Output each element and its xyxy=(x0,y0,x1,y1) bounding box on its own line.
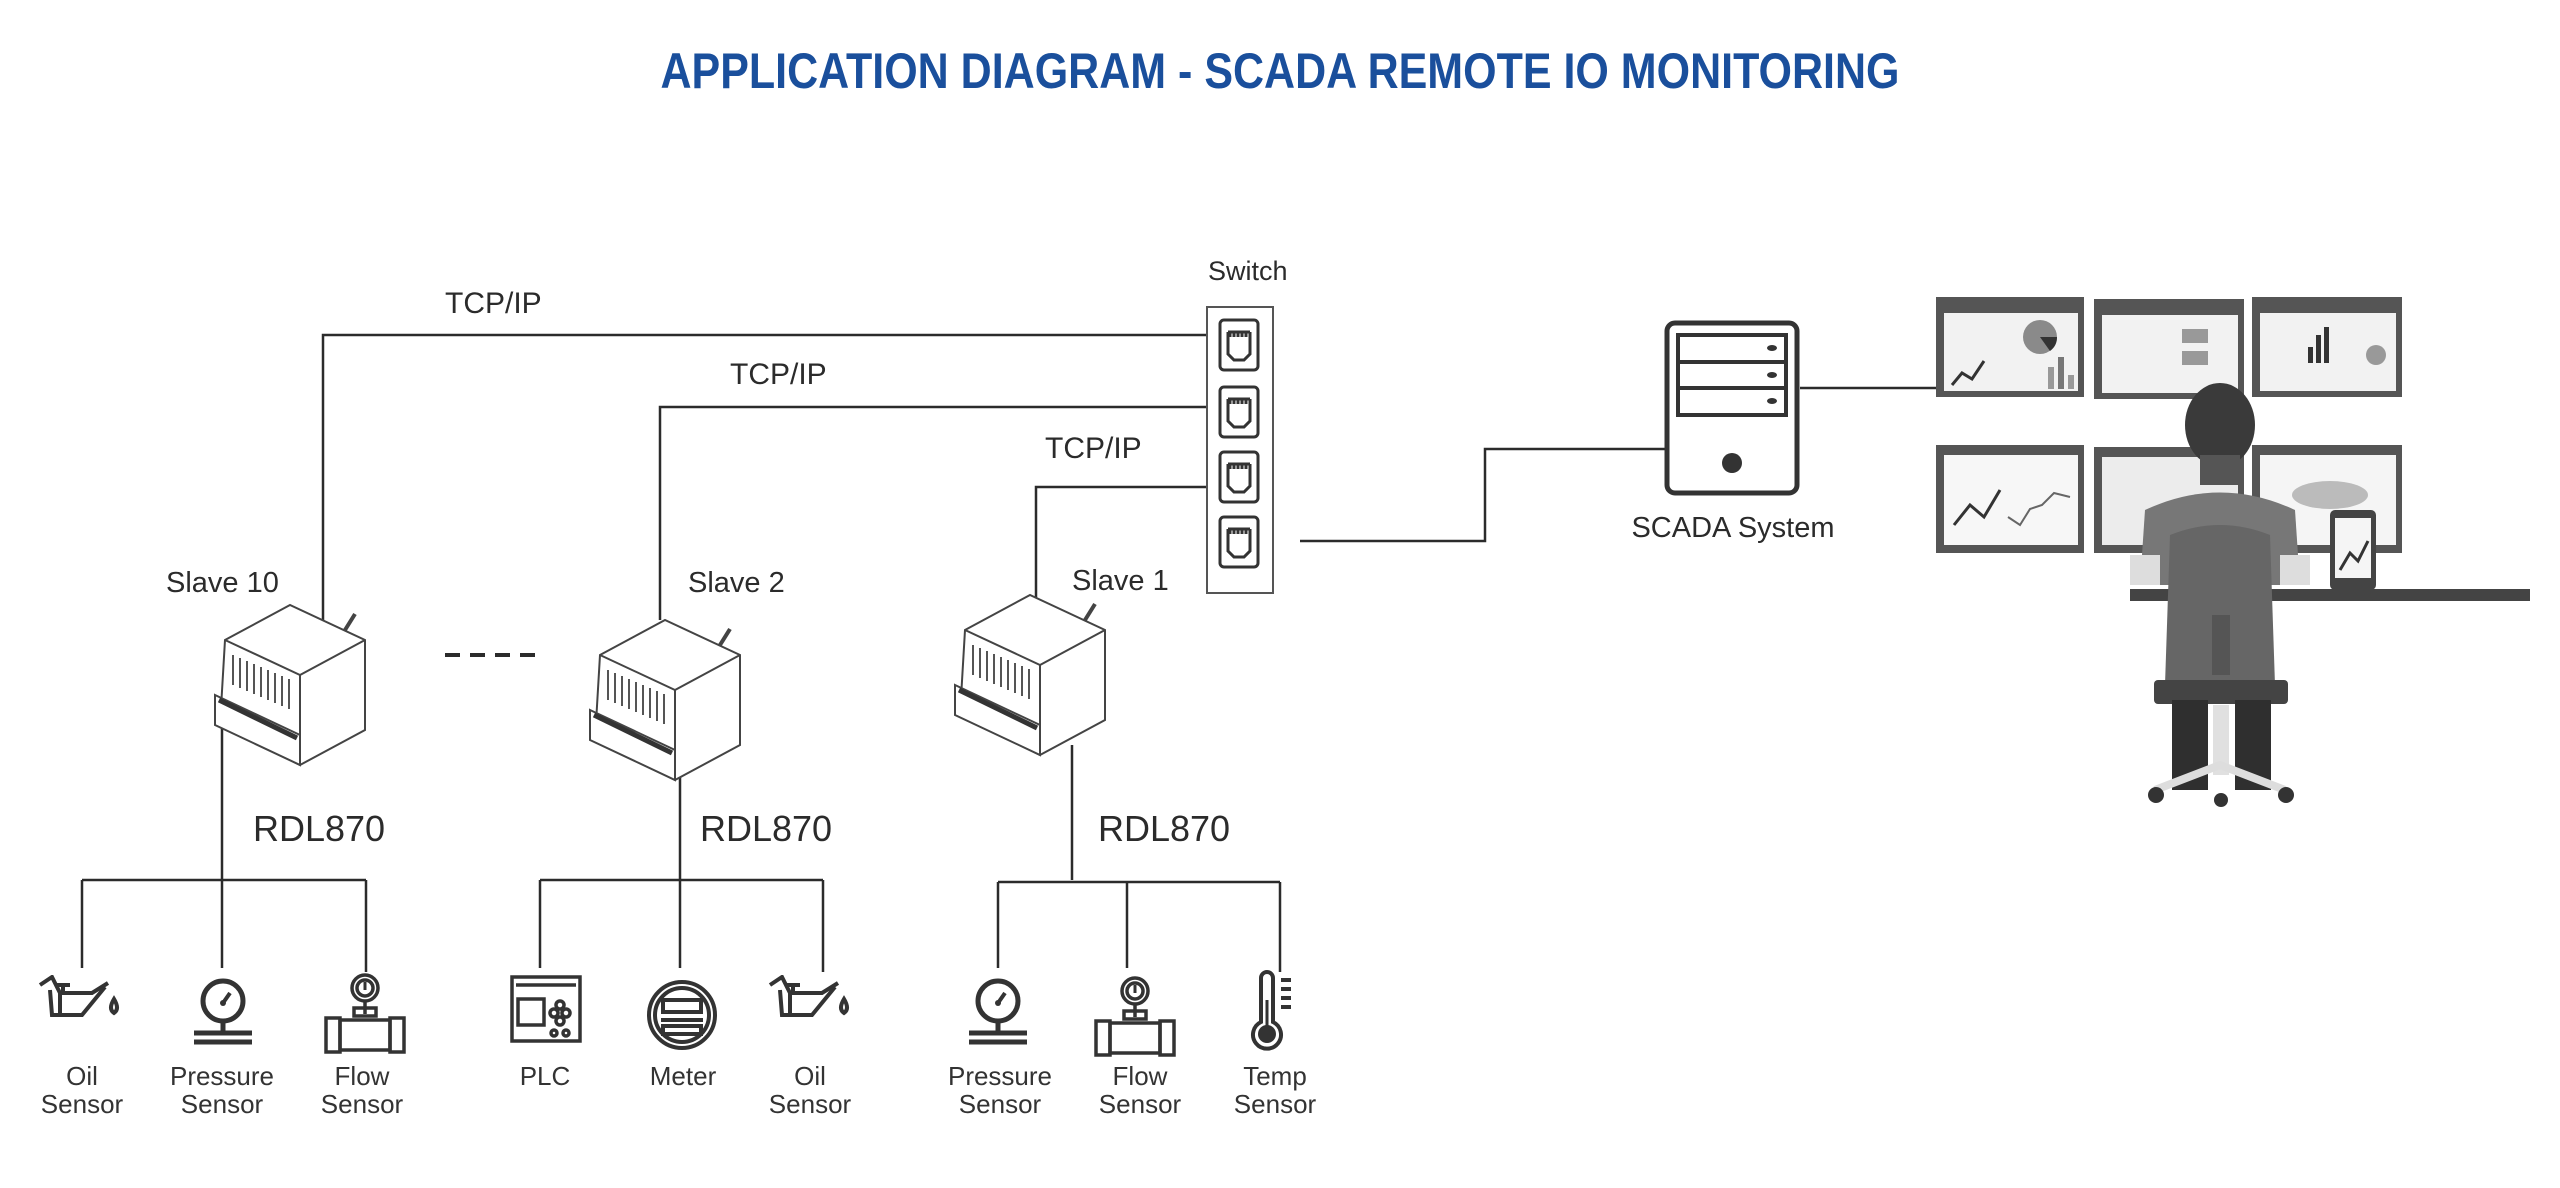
link-switch-scada xyxy=(1300,447,1668,543)
monitor-top-left xyxy=(1936,297,2084,397)
ethernet-port-icon xyxy=(1218,450,1260,504)
device-label: Oil Sensor xyxy=(40,1061,124,1119)
scada-server-icon[interactable] xyxy=(1664,320,1804,500)
plc-icon xyxy=(510,975,582,1043)
office-chair xyxy=(2148,525,2294,807)
tcp-link-slave-1 xyxy=(1034,485,1207,598)
smartphone-icon xyxy=(2330,510,2376,590)
slave-2-label: Slave 2 xyxy=(688,567,785,599)
tcp-link-slave-10 xyxy=(321,333,1207,625)
monitor-bottom-left xyxy=(1936,445,2084,553)
oil-can-icon xyxy=(38,975,119,1017)
slave-1-label: Slave 1 xyxy=(1072,565,1169,597)
model-label-slave-2: RDL870 xyxy=(700,808,833,849)
rdl870-device-slave-10[interactable] xyxy=(205,600,405,780)
energy-meter-icon xyxy=(647,980,717,1050)
tcp-link-slave-2 xyxy=(658,405,1207,620)
thermometer-icon xyxy=(1251,970,1291,1051)
ethernet-port-icon xyxy=(1218,318,1260,372)
device-label: Meter xyxy=(649,1061,717,1091)
slave-10-label: Slave 10 xyxy=(166,567,279,599)
flow-meter-icon xyxy=(1094,976,1176,1057)
device-label: PLC xyxy=(519,1061,571,1091)
tcp-ip-label-slave-2: TCP/IP xyxy=(730,358,827,391)
pressure-gauge-icon xyxy=(969,978,1027,1045)
oil-can-icon xyxy=(768,975,849,1017)
switch-label: Switch xyxy=(1208,256,1288,286)
rdl870-device-slave-2[interactable] xyxy=(580,615,780,795)
monitor-top-center xyxy=(2094,299,2244,399)
rdl870-device-slave-1[interactable] xyxy=(945,590,1145,770)
device-label: Oil Sensor xyxy=(768,1061,852,1119)
device-label: Flow Sensor xyxy=(320,1061,404,1119)
ethernet-port-icon xyxy=(1218,385,1260,439)
device-label: Flow Sensor xyxy=(1098,1061,1182,1119)
model-label-slave-1: RDL870 xyxy=(1098,808,1231,849)
ethernet-port-icon xyxy=(1218,515,1260,569)
tcp-ip-label-slave-10: TCP/IP xyxy=(445,287,542,320)
tcp-ip-label-slave-1: TCP/IP xyxy=(1045,432,1142,465)
flow-meter-icon xyxy=(324,973,406,1054)
model-label-slave-10: RDL870 xyxy=(253,808,386,849)
monitor-top-right xyxy=(2252,297,2402,397)
network-switch[interactable] xyxy=(1205,305,1301,597)
scada-system-label: SCADA System xyxy=(1631,512,1835,544)
device-label: Pressure Sensor xyxy=(169,1061,275,1119)
operator-workstation-icon xyxy=(1936,297,2530,807)
pressure-gauge-icon xyxy=(194,978,252,1045)
device-label: Pressure Sensor xyxy=(947,1061,1053,1119)
device-label: Temp Sensor xyxy=(1233,1061,1317,1119)
page-title: APPLICATION DIAGRAM - SCADA REMOTE IO MO… xyxy=(660,43,1900,99)
